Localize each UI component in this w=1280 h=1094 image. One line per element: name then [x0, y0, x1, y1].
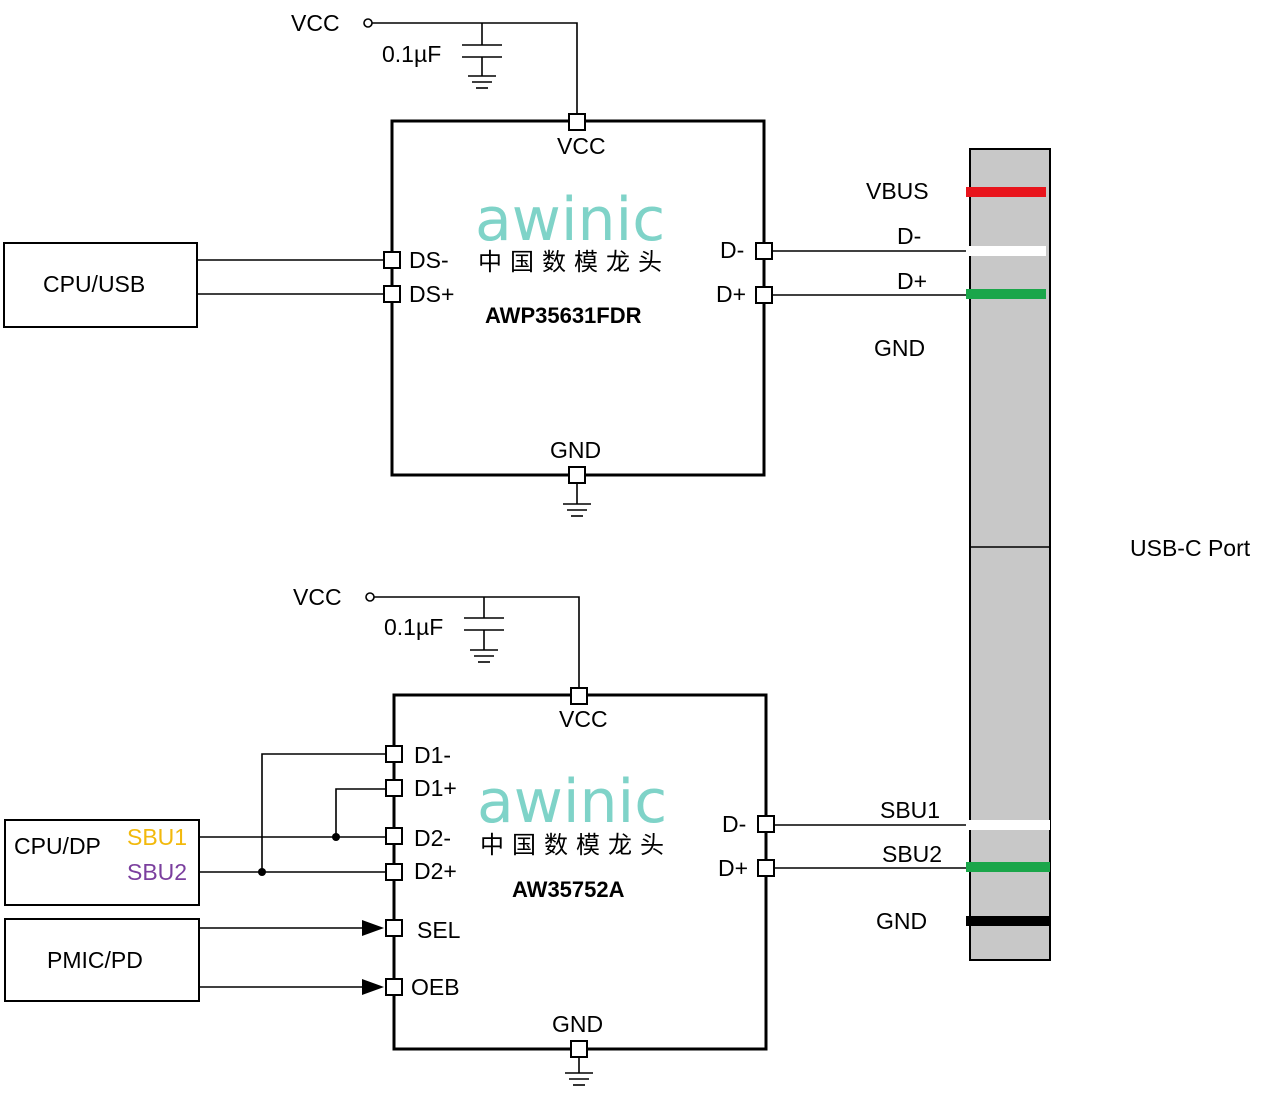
chip1-ds-plus-label: DS+ [409, 281, 454, 307]
chip2-body [392, 693, 768, 1051]
junction-dot [332, 833, 340, 841]
chip2-vcc-pin [570, 687, 588, 705]
port-sbu1-label: SBU1 [880, 797, 940, 823]
chip2-d2-plus-label: D2+ [414, 858, 457, 884]
cpu-dp-box [4, 819, 200, 906]
port-gnd-top-label: GND [874, 335, 925, 361]
d-minus-contact [966, 246, 1046, 256]
vcc-terminal [363, 18, 373, 28]
cpu-dp-label: CPU/DP [14, 833, 101, 859]
ground-symbol [563, 503, 591, 517]
chip2-part-number: AW35752A [512, 877, 625, 902]
vcc-supply-label: VCC [293, 584, 342, 610]
chip2-d1-plus-label: D1+ [414, 775, 457, 801]
ground-symbol [468, 75, 496, 89]
chip1-ds-minus-label: DS- [409, 247, 449, 273]
chip2-d-minus-label: D- [722, 811, 746, 837]
chip2-d1-plus-pin [385, 779, 403, 797]
ground-symbol [565, 1072, 593, 1086]
usb-c-port: USB-C Port VBUS D- D+ GND SBU1 SBU2 GND [866, 148, 1251, 961]
cpu-dp-block: CPU/DP SBU1 SBU2 [4, 819, 200, 906]
vbus-contact [966, 187, 1046, 197]
pmic-pd-block: PMIC/PD [4, 918, 200, 1002]
chip1-ds-plus-pin [383, 285, 401, 303]
sbu1-label: SBU1 [127, 824, 187, 850]
chip2-d1-minus-pin [385, 745, 403, 763]
chip2-gnd-label: GND [552, 1011, 603, 1037]
arrow-head [362, 920, 384, 936]
d-plus-contact [966, 289, 1046, 299]
junction-dot [258, 868, 266, 876]
ground-symbol [470, 649, 498, 663]
chip1-d-minus-pin [755, 242, 773, 260]
sbu1-contact [966, 820, 1050, 830]
chip2-d2-plus-pin [385, 863, 403, 881]
vcc-terminal [365, 592, 375, 602]
chip-aw35752a: VCC GND D1- D1+ D2- D2+ SEL OEB D- D+ aw… [385, 687, 775, 1086]
sbu2-label: SBU2 [127, 859, 187, 885]
cpu-usb-label: CPU/USB [43, 271, 145, 297]
chip2-logo-cn: 中国数模龙头 [480, 831, 672, 859]
chip2-d-minus-pin [757, 815, 775, 833]
chip2-d1-minus-label: D1- [414, 742, 451, 768]
chip2-vcc-label: VCC [559, 706, 608, 732]
chip1-gnd-label: GND [550, 437, 601, 463]
port-title: USB-C Port [1130, 535, 1251, 561]
chip-awp35631fdr: VCC GND DS- DS+ D- D+ awinic 中国数模龙头 AWP3… [383, 113, 773, 517]
cpu-usb-block: CPU/USB [3, 242, 198, 328]
port-d-minus-label: D- [897, 223, 921, 249]
chip2-gnd-pin [570, 1040, 588, 1058]
capacitor-label: 0.1µF [382, 41, 441, 67]
chip1-ds-minus-pin [383, 251, 401, 269]
chip1-part-number: AWP35631FDR [485, 303, 642, 328]
chip1-d-plus-pin [755, 286, 773, 304]
cpu-usb-box [3, 242, 198, 328]
chip2-oeb-pin [385, 978, 403, 996]
chip2-sel-pin [385, 919, 403, 937]
pmic-pd-box [4, 918, 200, 1002]
port-sbu2-label: SBU2 [882, 841, 942, 867]
chip1-gnd-pin [568, 466, 586, 484]
chip1-logo-cn: 中国数模龙头 [478, 248, 670, 276]
chip2-d2-minus-pin [385, 827, 403, 845]
chip2-d2-minus-label: D2- [414, 825, 451, 851]
chip2-oeb-label: OEB [411, 974, 460, 1000]
chip1-d-plus-label: D+ [716, 281, 746, 307]
port-gnd-bottom-label: GND [876, 908, 927, 934]
chip1-vcc-label: VCC [557, 133, 606, 159]
chip2-logo: awinic [477, 767, 667, 837]
port-d-plus-label: D+ [897, 268, 927, 294]
port-body [969, 148, 1051, 961]
capacitor-label: 0.1µF [384, 614, 443, 640]
chip2-d-plus-label: D+ [718, 855, 748, 881]
chip1-d-minus-label: D- [720, 237, 744, 263]
sbu2-contact [966, 862, 1050, 872]
bottom-supply: VCC 0.1µF [293, 584, 580, 688]
chip1-logo: awinic [475, 185, 665, 255]
pmic-pd-label: PMIC/PD [47, 947, 143, 973]
vbus-label: VBUS [866, 178, 929, 204]
vcc-supply-label: VCC [291, 10, 340, 36]
chip2-d-plus-pin [757, 859, 775, 877]
chip1-vcc-pin [568, 113, 586, 131]
top-supply: VCC 0.1µF [291, 10, 578, 115]
arrow-head [362, 979, 384, 995]
gnd-contact [966, 916, 1050, 926]
chip2-sel-label: SEL [417, 917, 461, 943]
